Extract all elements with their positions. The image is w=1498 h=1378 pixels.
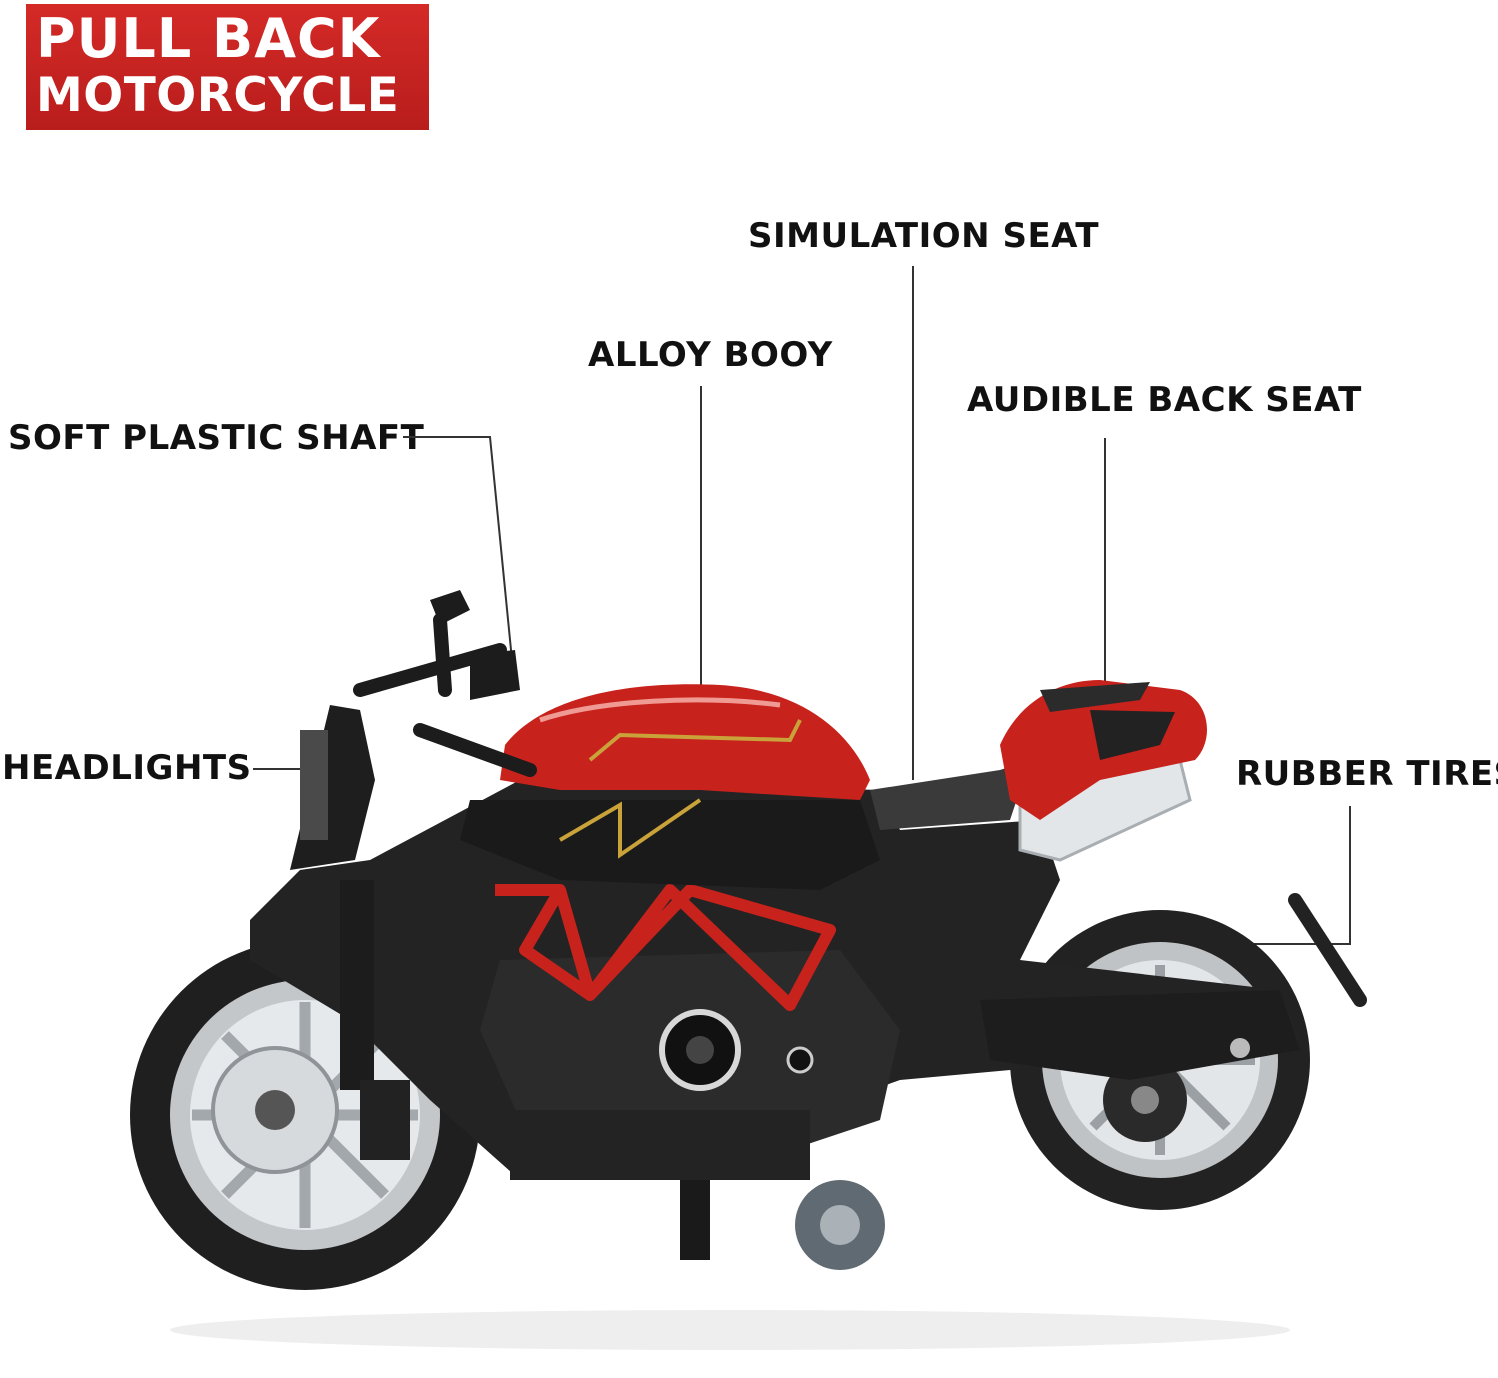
seat [870,760,1030,830]
front-fork [340,880,410,1160]
callout-rubber-tires: RUBBER TIRES [1236,754,1498,794]
leader-rubber-tires [1205,806,1351,945]
swingarm [980,990,1300,1080]
side-panel [460,800,880,890]
title-banner: PULL BACK MOTORCYCLE [26,4,429,130]
ground-shadow [170,1310,1290,1350]
title-line-2: MOTORCYCLE [36,68,400,123]
fuel-tank [500,684,870,800]
title-line-1: PULL BACK [36,7,381,70]
callout-headlights: HEADLIGHTS [2,748,252,788]
leader-lines [253,266,1351,945]
handlebar [353,613,537,777]
trellis-frame [495,884,836,1011]
callout-soft-plastic-shaft: SOFT PLASTIC SHAFT [8,418,425,458]
tank-stripe [588,719,802,762]
pullback-block [510,1110,810,1180]
leader-soft-plastic-shaft [403,436,513,661]
callout-alloy-body: ALLOY BOOY [588,335,833,375]
mirror [430,590,470,625]
callout-simulation-seat: SIMULATION SEAT [748,216,1100,256]
callout-audible-back-seat: AUDIBLE BACK SEAT [967,380,1362,420]
